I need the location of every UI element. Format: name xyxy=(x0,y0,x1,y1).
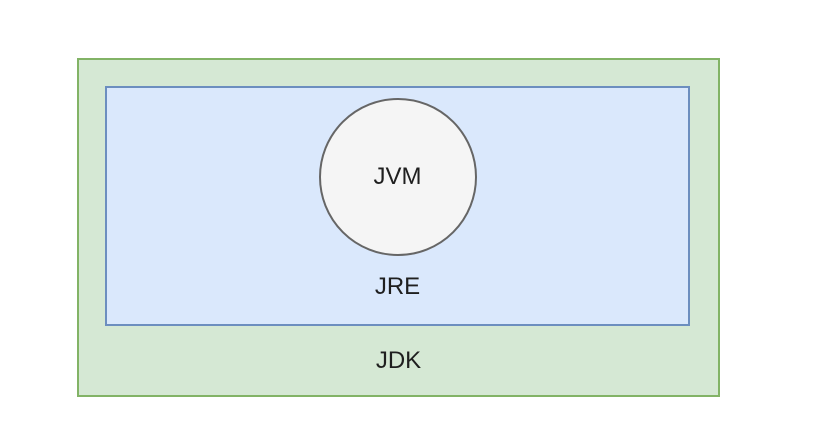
jre-label-row: JRE xyxy=(107,273,688,301)
jre-container-shape: JVM JRE xyxy=(105,86,690,326)
jvm-label: JVM xyxy=(373,163,422,190)
jdk-label: JDK xyxy=(375,347,422,374)
jdk-label-row: JDK xyxy=(79,347,718,375)
jdk-container-shape: JVM JRE JDK xyxy=(77,58,720,397)
jvm-circle-shape: JVM xyxy=(318,98,477,256)
jre-label: JRE xyxy=(374,273,421,300)
